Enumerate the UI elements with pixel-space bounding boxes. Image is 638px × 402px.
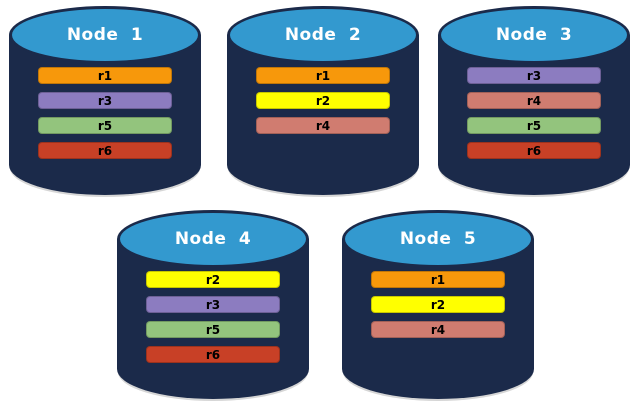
node-cylinder-1: Node 1 r1 r3 r5 r6 xyxy=(9,6,201,195)
replica-bar-r4: r4 xyxy=(371,321,505,338)
replica-bar-r5: r5 xyxy=(467,117,601,134)
replica-bar-r4: r4 xyxy=(256,117,390,134)
cylinder-top-ellipse: Node 2 xyxy=(227,6,419,64)
cylinder-top-ellipse: Node 5 xyxy=(342,210,534,268)
replica-bar-r3: r3 xyxy=(146,296,280,313)
cylinder-top-ellipse: Node 1 xyxy=(9,6,201,64)
replica-bar-r6: r6 xyxy=(38,142,172,159)
node-cylinder-2: Node 2 r1 r2 r4 xyxy=(227,6,419,195)
node-cylinder-3: Node 3 r3 r4 r5 r6 xyxy=(438,6,630,195)
replica-bar-r2: r2 xyxy=(146,271,280,288)
replica-list: r1 r2 r4 xyxy=(256,67,390,134)
replica-list: r1 r2 r4 xyxy=(371,271,505,338)
node-title: Node 5 xyxy=(399,229,477,249)
node-title: Node 4 xyxy=(174,229,252,249)
replica-bar-r1: r1 xyxy=(38,67,172,84)
replica-bar-r6: r6 xyxy=(146,346,280,363)
node-title: Node 1 xyxy=(66,25,144,45)
replica-bar-r2: r2 xyxy=(256,92,390,109)
replica-bar-r3: r3 xyxy=(467,67,601,84)
replica-bar-r5: r5 xyxy=(146,321,280,338)
replica-bar-r4: r4 xyxy=(467,92,601,109)
node-title: Node 2 xyxy=(284,25,362,45)
replica-list: r2 r3 r5 r6 xyxy=(146,271,280,363)
replica-list: r1 r3 r5 r6 xyxy=(38,67,172,159)
replica-bar-r1: r1 xyxy=(371,271,505,288)
cylinder-top-ellipse: Node 3 xyxy=(438,6,630,64)
replica-bar-r3: r3 xyxy=(38,92,172,109)
replica-bar-r6: r6 xyxy=(467,142,601,159)
replica-bar-r1: r1 xyxy=(256,67,390,84)
node-cylinder-5: Node 5 r1 r2 r4 xyxy=(342,210,534,399)
cylinder-top-ellipse: Node 4 xyxy=(117,210,309,268)
replica-bar-r2: r2 xyxy=(371,296,505,313)
replica-list: r3 r4 r5 r6 xyxy=(467,67,601,159)
replica-bar-r5: r5 xyxy=(38,117,172,134)
node-title: Node 3 xyxy=(495,25,573,45)
node-cylinder-4: Node 4 r2 r3 r5 r6 xyxy=(117,210,309,399)
